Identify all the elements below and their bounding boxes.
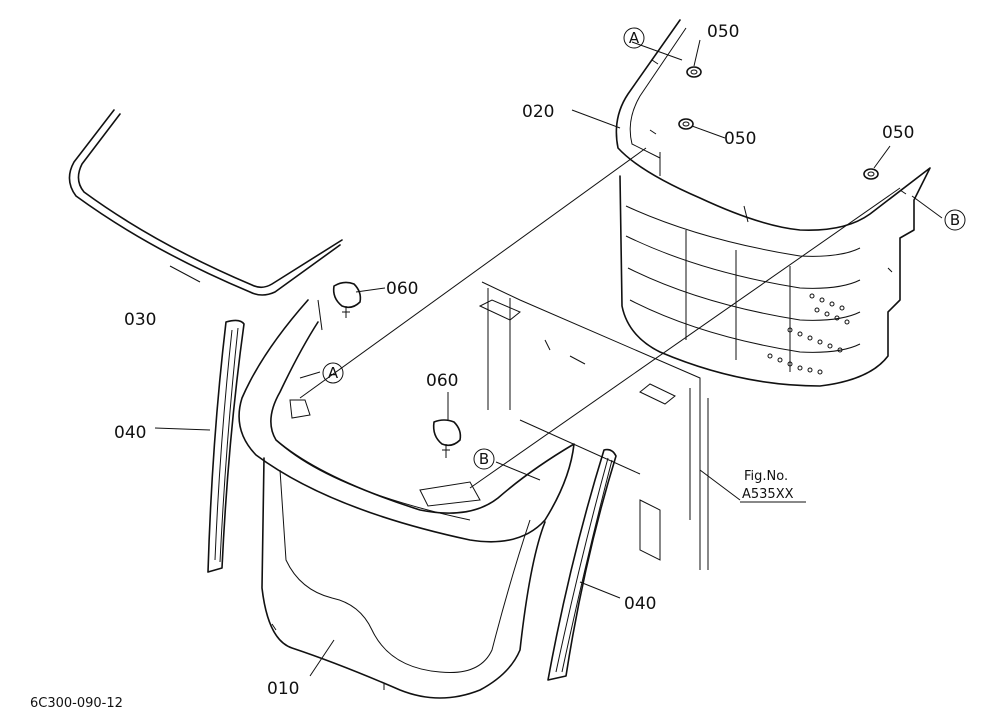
part-060-knob-center <box>432 419 462 458</box>
part-050-fasteners <box>678 66 879 180</box>
drawing-code: 6C300-090-12 <box>30 696 123 711</box>
callout-050-mid: 050 <box>724 129 756 149</box>
marker-a-upper: A <box>629 29 640 47</box>
part-030-seal-strip <box>68 109 343 296</box>
part-020-rear-grille <box>615 19 931 387</box>
figure-reference: Fig.No. A535XX <box>740 469 806 503</box>
leader-lines <box>154 39 943 677</box>
callout-020: 020 <box>522 102 554 122</box>
callout-040-right: 040 <box>624 594 656 614</box>
part-060-knob-left <box>332 281 362 318</box>
marker-a-lower: A <box>328 364 339 382</box>
part-040-left-trim <box>207 319 245 573</box>
callout-060-center: 060 <box>426 371 458 391</box>
marker-b-upper: B <box>950 211 960 229</box>
callout-030: 030 <box>124 310 156 330</box>
fig-ref-label: Fig.No. <box>744 469 788 484</box>
callout-labels: 020 030 040 040 010 050 050 050 060 060 <box>114 22 914 699</box>
callout-010: 010 <box>267 679 299 699</box>
alignment-lines <box>299 147 901 489</box>
part-010-front-hood <box>238 299 575 699</box>
callout-040-left: 040 <box>114 423 146 443</box>
grille-perforations <box>767 293 850 375</box>
frame-bracket <box>478 281 709 570</box>
part-040-right-trim <box>547 448 617 681</box>
marker-b-lower: B <box>479 450 489 468</box>
callout-060-left: 060 <box>386 279 418 299</box>
fig-ref-number: A535XX <box>742 487 794 502</box>
callout-050-right: 050 <box>882 123 914 143</box>
callout-050-top: 050 <box>707 22 739 42</box>
reference-markers: A A B B <box>322 27 966 470</box>
